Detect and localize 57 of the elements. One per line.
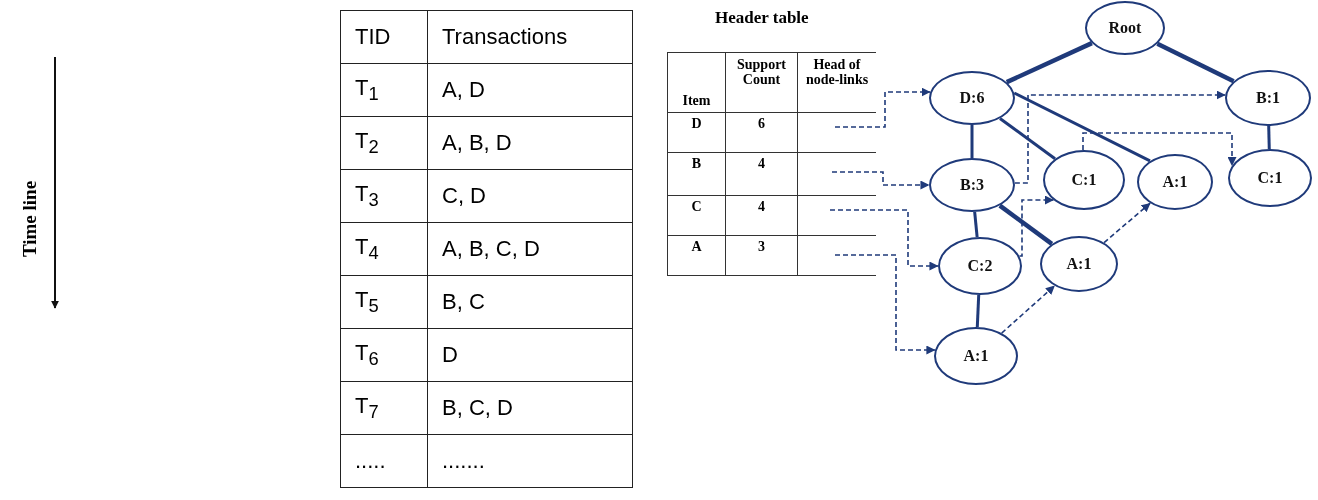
table-cell: A [667,235,726,276]
table-cell: B, C [427,275,633,329]
tree-node: D:6 [929,71,1015,125]
table-cell: Transactions [427,10,633,64]
node-link-arrow [1082,132,1237,167]
table-cell: D [427,328,633,382]
tree-branch [998,203,1054,246]
table-cell: B, C, D [427,381,633,435]
table-cell: T$_{5}$ [340,275,428,329]
table-cell: T$_{2}$ [340,116,428,170]
table-cell: A, B, C, D [427,222,633,276]
tree-node: A:1 [1040,236,1118,292]
table-cell: T$_{1}$ [340,63,428,117]
table-cell: T$_{4}$ [340,222,428,276]
table-cell: TID [340,10,428,64]
tree-node: C:2 [938,237,1022,295]
tree-node: A:1 [934,327,1018,385]
tree-node: C:1 [1043,150,1125,210]
tree-branch [999,117,1056,160]
table-title: Header table [715,8,809,28]
tree-node: Root [1085,1,1165,55]
table-cell: ..... [340,434,428,488]
tree-branch [1005,41,1093,85]
tree-node: B:3 [929,158,1015,212]
tree-node: B:1 [1225,70,1311,126]
table-cell: D [667,112,726,153]
table-cell: T$_{7}$ [340,381,428,435]
table-cell: Head of node-links [797,52,876,113]
tree-node: C:1 [1228,149,1312,207]
tree-node: A:1 [1137,154,1213,210]
table-cell: Item [667,52,726,113]
tree-branch [973,211,979,238]
tree-branch [1156,41,1235,84]
tree-branch [975,294,981,328]
node-link-arrow [834,254,936,355]
table-cell: 4 [725,195,798,236]
node-link-arrow [1014,90,1227,184]
node-link-arrow [1103,202,1151,244]
table-cell: Support Count [725,52,798,113]
table-cell: A, B, D [427,116,633,170]
table-cell: T$_{3}$ [340,169,428,223]
table-cell: B [667,152,726,196]
table-cell: 6 [725,112,798,153]
tree-branch [1267,125,1271,150]
table-cell: C, D [427,169,633,223]
table-cell: A, D [427,63,633,117]
table-cell: ....... [427,434,633,488]
node-link-arrow [834,87,931,128]
node-link-arrow [831,171,930,190]
table-cell: T$_{6}$ [340,328,428,382]
tree-branch [970,125,974,158]
table-cell: C [667,195,726,236]
table-cell: 3 [725,235,798,276]
tree-branch [1013,91,1151,163]
node-link-arrow [829,209,939,271]
table-cell: 4 [725,152,798,196]
axis-label: Time line [19,179,41,259]
